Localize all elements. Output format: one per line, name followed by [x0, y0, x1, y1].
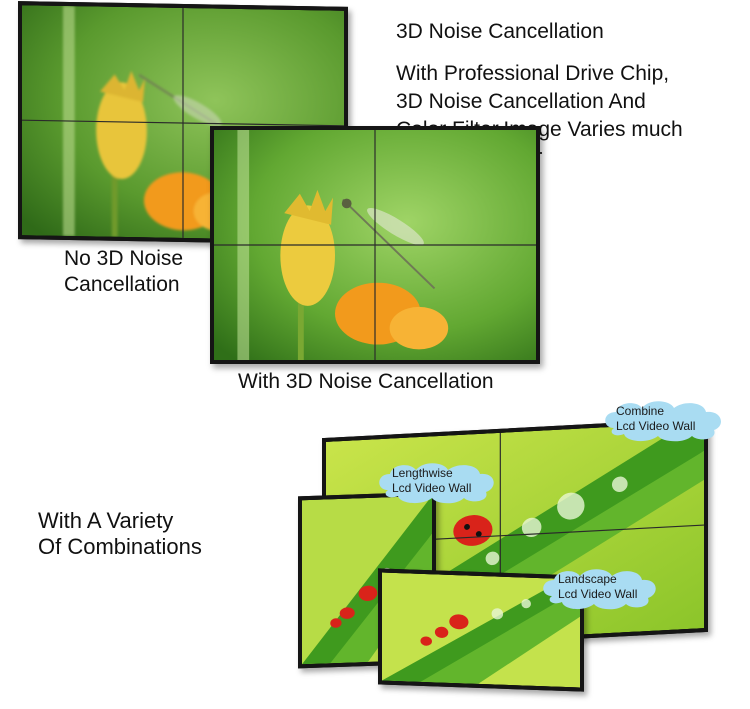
- no-noise-cancellation-label: No 3D Noise Cancellation: [64, 247, 184, 296]
- cloud-label-lengthwise-text: Lengthwise Lcd Video Wall: [392, 466, 472, 495]
- video-wall-landscape: [378, 568, 584, 692]
- cloud-icon: [543, 569, 656, 610]
- cloud-label-combine: Combine Lcd Video Wall: [600, 398, 728, 442]
- cloud-label-landscape-text: Landscape Lcd Video Wall: [558, 572, 638, 601]
- combinations-label: With A Variety Of Combinations: [38, 508, 202, 559]
- feature-title: 3D Noise Cancellation: [396, 20, 604, 43]
- dragonfly-flower-image-sharp: [214, 130, 536, 360]
- cloud-label-combine-text: Combine Lcd Video Wall: [616, 404, 696, 433]
- monitor-with-noise-cancellation: [210, 126, 540, 364]
- cloud-label-lengthwise: Lengthwise Lcd Video Wall: [374, 460, 500, 504]
- with-noise-cancellation-label: With 3D Noise Cancellation: [238, 370, 494, 393]
- cloud-icon: [605, 401, 721, 442]
- cloud-label-landscape: Landscape Lcd Video Wall: [538, 566, 662, 610]
- cloud-icon: [379, 463, 494, 504]
- leaf-ladybugs-image-landscape: [382, 572, 580, 688]
